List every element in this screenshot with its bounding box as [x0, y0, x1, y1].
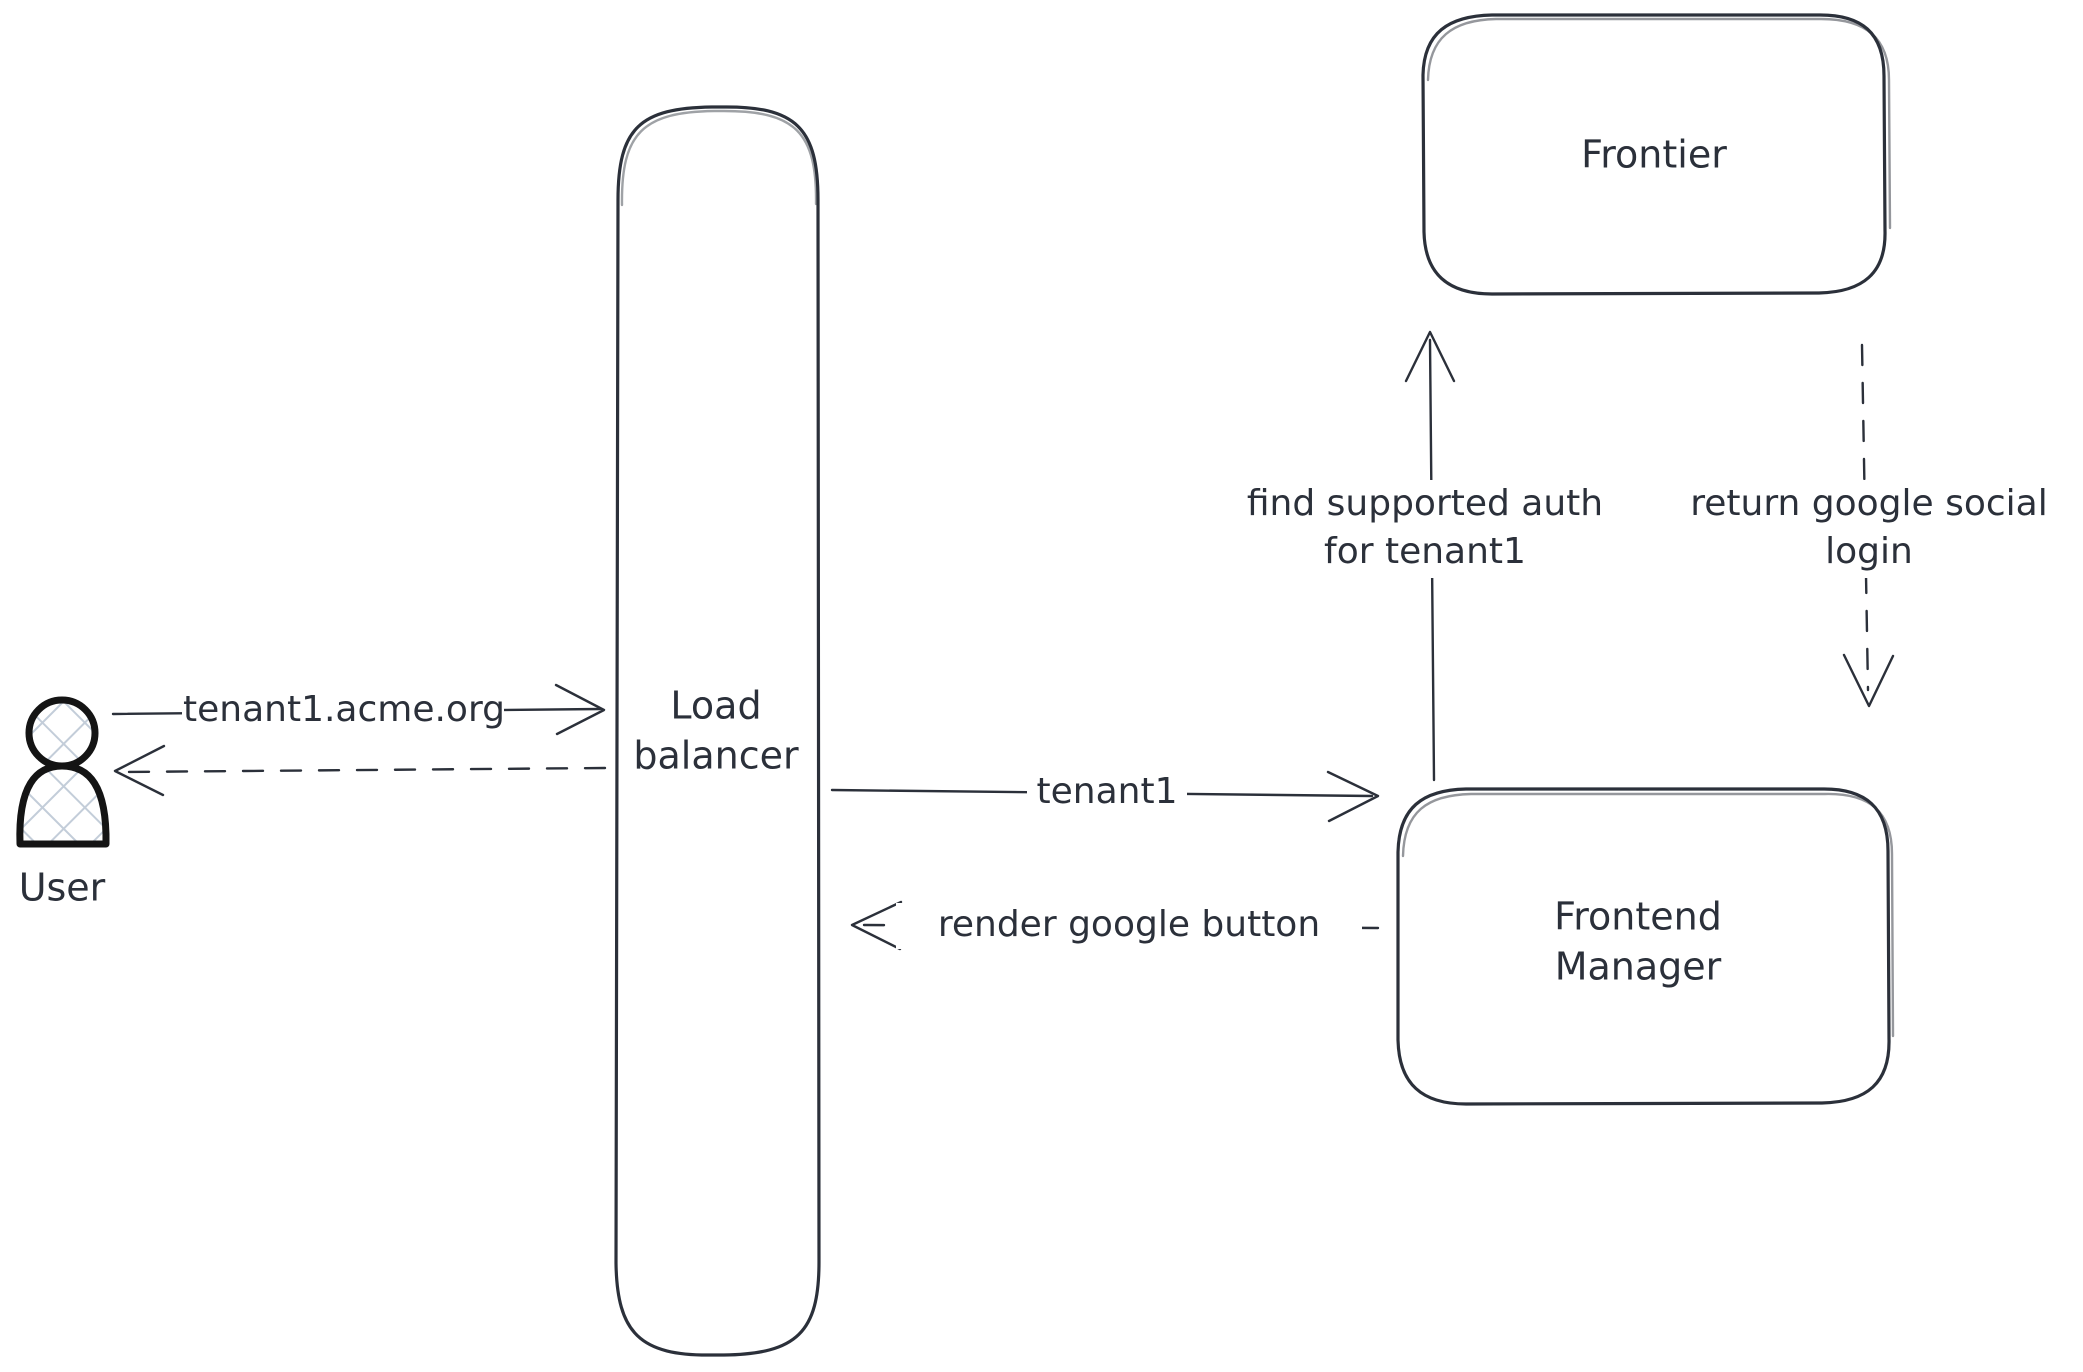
edge-frontier-to-fm-label-line1: return google social [1690, 483, 2048, 524]
actor-user[interactable]: User [16, 696, 110, 910]
node-frontier[interactable]: Frontier [1421, 13, 1892, 296]
edge-lb-to-fm[interactable]: tenant1 [830, 770, 1380, 823]
frontend-manager-label-line2: Manager [1555, 945, 1722, 989]
user-head-icon [29, 700, 95, 766]
load-balancer-label-line1: Load [670, 684, 761, 728]
frontend-manager-outline [1396, 787, 1891, 1106]
edge-fm-to-frontier-arrowhead [1404, 330, 1456, 383]
edge-frontier-to-fm-arrowhead [1842, 653, 1895, 708]
edge-lb-to-fm-arrowhead [1326, 770, 1380, 823]
node-frontend-manager[interactable]: Frontend Manager [1396, 787, 1895, 1106]
edge-lb-to-user[interactable] [113, 744, 607, 797]
edge-lb-to-fm-label: tenant1 [1037, 771, 1178, 812]
user-body-icon [19, 766, 107, 844]
load-balancer-outline [614, 105, 821, 1357]
edge-fm-to-lb-label: render google button [938, 904, 1320, 945]
edge-fm-to-lb-arrowhead [850, 900, 903, 951]
edge-fm-to-lb[interactable]: render google button [850, 900, 1380, 951]
edge-frontier-to-fm[interactable]: return google social login [1660, 343, 2080, 708]
edge-frontier-to-fm-label-line2: login [1825, 531, 1913, 572]
edge-user-to-lb-label: tenant1.acme.org [183, 689, 505, 730]
user-label: User [19, 866, 106, 910]
frontend-manager-label-line1: Frontend [1554, 895, 1722, 939]
frontier-label: Frontier [1581, 133, 1727, 177]
edge-fm-to-frontier-label-line1: find supported auth [1247, 483, 1603, 524]
load-balancer-label-line2: balancer [633, 734, 799, 778]
edge-user-to-lb-arrowhead [554, 683, 606, 736]
edge-user-to-lb-label-bg [182, 688, 504, 732]
edge-fm-to-frontier-label-bg [1215, 480, 1635, 578]
edge-user-to-lb[interactable]: tenant1.acme.org [111, 683, 606, 736]
user-body-outline [16, 762, 110, 848]
edge-fm-to-lb-label-bg [896, 903, 1362, 949]
edge-lb-to-user-arrowhead [113, 744, 166, 797]
edge-fm-to-frontier[interactable]: find supported auth for tenant1 [1215, 330, 1635, 782]
frontier-outline-sketch [1426, 17, 1892, 230]
edge-fm-to-frontier-label-line2: for tenant1 [1324, 531, 1526, 572]
edge-lb-to-fm-label-bg [1027, 770, 1187, 814]
load-balancer-outline-sketch [620, 109, 818, 207]
node-load-balancer[interactable]: Load balancer [614, 105, 821, 1357]
edge-lb-to-user-line [120, 766, 607, 774]
frontier-outline [1421, 13, 1887, 296]
frontend-manager-outline-sketch [1401, 792, 1895, 1038]
edge-frontier-to-fm-label-bg [1660, 480, 2080, 578]
